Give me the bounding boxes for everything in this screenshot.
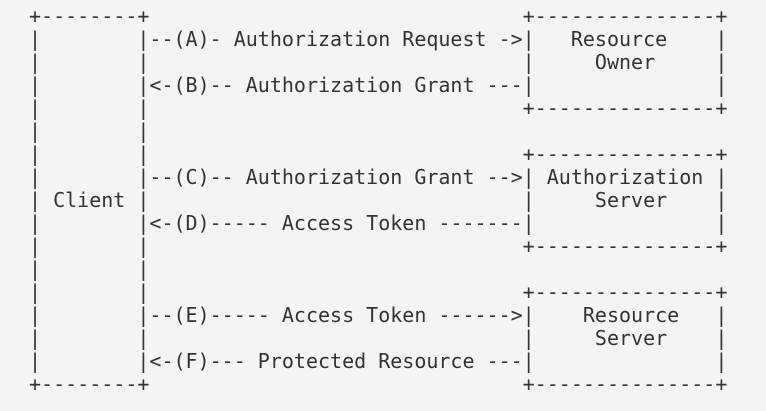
ascii-art-text: +--------+ +---------------+ | |--(A)- A… [29,4,728,396]
